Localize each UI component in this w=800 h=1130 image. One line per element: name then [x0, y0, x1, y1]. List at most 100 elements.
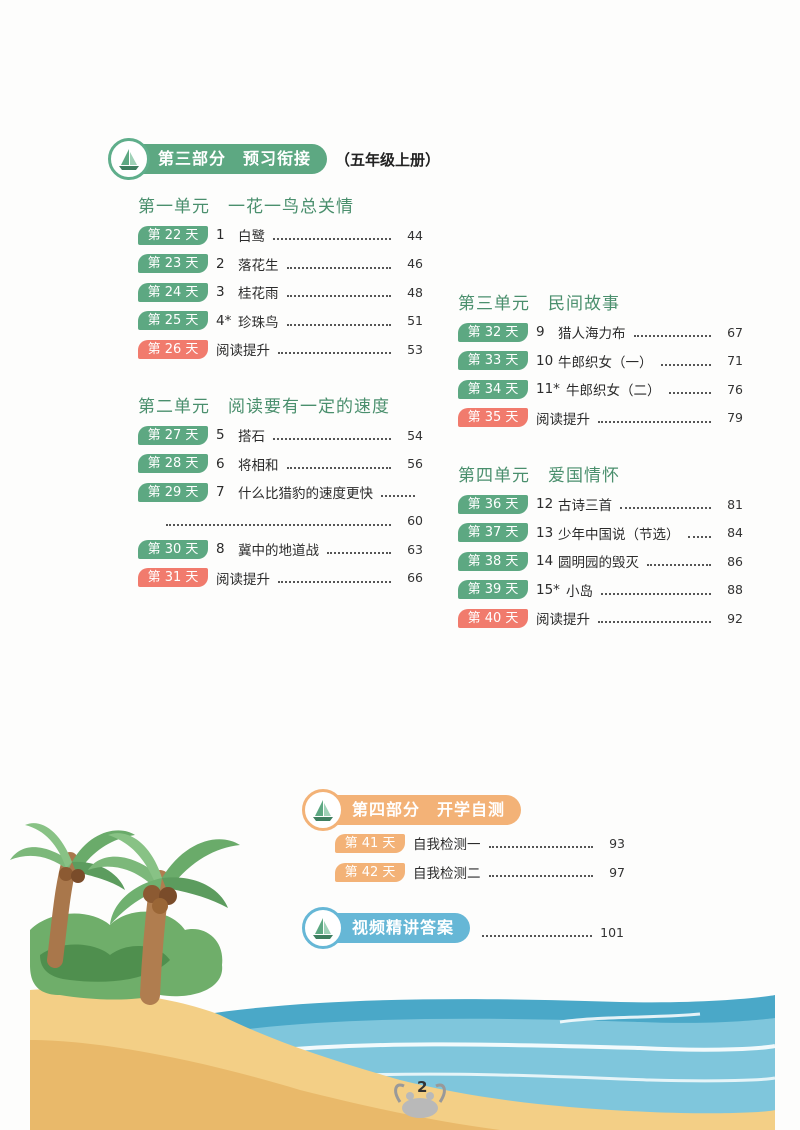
dot-leader — [598, 413, 711, 423]
toc-row-continued: 60 — [158, 510, 423, 532]
day-tag: 第 31 天 — [138, 568, 208, 587]
day-tag: 第 28 天 — [138, 454, 208, 473]
part3-header: 第三部分 预习衔接 （五年级上册） — [108, 138, 440, 180]
part3-title: 第三部分 预习衔接 — [138, 144, 328, 174]
dot-leader — [633, 327, 711, 337]
page-number-ref: 60 — [407, 513, 423, 528]
dot-leader — [668, 384, 711, 394]
day-tag: 第 35 天 — [458, 408, 528, 427]
lesson-title: 阅读提升 — [536, 612, 590, 628]
page-number-ref: 81 — [727, 496, 743, 512]
day-tag: 第 33 天 — [458, 351, 528, 370]
dot-leader — [601, 585, 711, 595]
lesson-title: 阅读提升 — [216, 343, 270, 359]
toc-row: 第 34 天 11* 牛郎织女（二） 76 — [458, 378, 743, 400]
day-tag: 第 32 天 — [458, 322, 528, 342]
page-number-ref: 48 — [407, 284, 423, 300]
lesson-number: 12 — [536, 496, 554, 512]
palm-tree-illustration — [10, 823, 135, 968]
dot-leader — [273, 230, 391, 240]
lesson-number: 14 — [536, 553, 554, 569]
lesson-number: 7 — [216, 484, 225, 500]
page-number-ref: 86 — [727, 553, 743, 569]
day-tag: 第 22 天 — [138, 225, 208, 245]
page-number-ref: 92 — [727, 610, 743, 626]
lesson-title: 将相和 — [238, 457, 279, 474]
answers-page: 101 — [600, 924, 624, 940]
lesson-number: 8 — [216, 541, 225, 557]
day-tag: 第 37 天 — [458, 523, 528, 542]
page-number: 2 — [417, 1078, 428, 1096]
page-number-ref: 67 — [727, 324, 743, 340]
answers-header: 视频精讲答案 — [302, 907, 471, 949]
lesson-number: 3 — [216, 284, 225, 300]
dot-leader — [488, 867, 593, 877]
page-number-ref: 44 — [407, 227, 423, 243]
lesson-title: 珍珠鸟 — [238, 314, 279, 331]
page-number-ref: 79 — [727, 410, 743, 425]
page-number-ref: 76 — [727, 381, 743, 397]
dot-leader — [278, 344, 391, 354]
day-tag: 第 34 天 — [458, 379, 528, 399]
answers-row: 101 — [474, 921, 624, 943]
day-tag: 第 25 天 — [138, 311, 208, 330]
page-number-ref: 56 — [407, 456, 423, 471]
toc-row: 第 35 天阅读提升 79 — [458, 407, 743, 429]
day-tag: 第 27 天 — [138, 425, 208, 445]
lesson-title: 白鹭 — [238, 229, 265, 245]
unit-2-title: 第二单元 阅读要有一定的速度 — [138, 397, 390, 417]
page-number-ref: 97 — [609, 864, 625, 880]
lesson-title: 自我检测一 — [413, 837, 481, 853]
lesson-title: 阅读提升 — [216, 571, 270, 588]
dot-leader — [273, 430, 391, 440]
page-number-ref: 51 — [407, 313, 423, 328]
lesson-title: 落花生 — [238, 257, 279, 274]
dot-leader — [660, 356, 711, 366]
lesson-title: 桂花雨 — [238, 286, 279, 302]
crab-illustration — [394, 1083, 446, 1118]
lesson-title: 猎人海力布 — [558, 326, 626, 342]
lesson-number: 15* — [536, 581, 560, 598]
answers-title: 视频精讲答案 — [332, 913, 471, 943]
dot-leader — [647, 556, 711, 566]
dot-leader — [488, 838, 593, 848]
dot-leader — [286, 287, 391, 297]
lesson-number: 11* — [536, 381, 560, 397]
sailboat-icon — [302, 907, 344, 949]
lesson-title: 少年中国说（节选） — [558, 526, 680, 543]
toc-row: 第 24 天 3 桂花雨 48 — [138, 281, 423, 303]
day-tag: 第 24 天 — [138, 282, 208, 302]
lesson-title: 古诗三首 — [558, 498, 612, 514]
lesson-title: 牛郎织女（二） — [566, 383, 661, 399]
day-tag: 第 38 天 — [458, 551, 528, 571]
dot-leader — [286, 259, 391, 269]
sailboat-icon — [108, 138, 150, 180]
dot-leader — [620, 499, 711, 509]
lesson-title: 牛郎织女（一） — [558, 354, 653, 371]
lesson-title: 阅读提升 — [536, 411, 590, 428]
unit-4-title: 第四单元 爱国情怀 — [458, 466, 620, 486]
lesson-title: 冀中的地道战 — [238, 543, 319, 559]
part4-header: 第四部分 开学自测 — [302, 789, 522, 831]
day-tag: 第 39 天 — [458, 580, 528, 599]
part3-subtitle: （五年级上册） — [335, 150, 441, 169]
lesson-title: 自我检测二 — [413, 866, 481, 882]
dot-leader — [598, 613, 711, 623]
lesson-title: 小岛 — [566, 583, 593, 600]
lesson-title: 搭石 — [238, 429, 265, 445]
